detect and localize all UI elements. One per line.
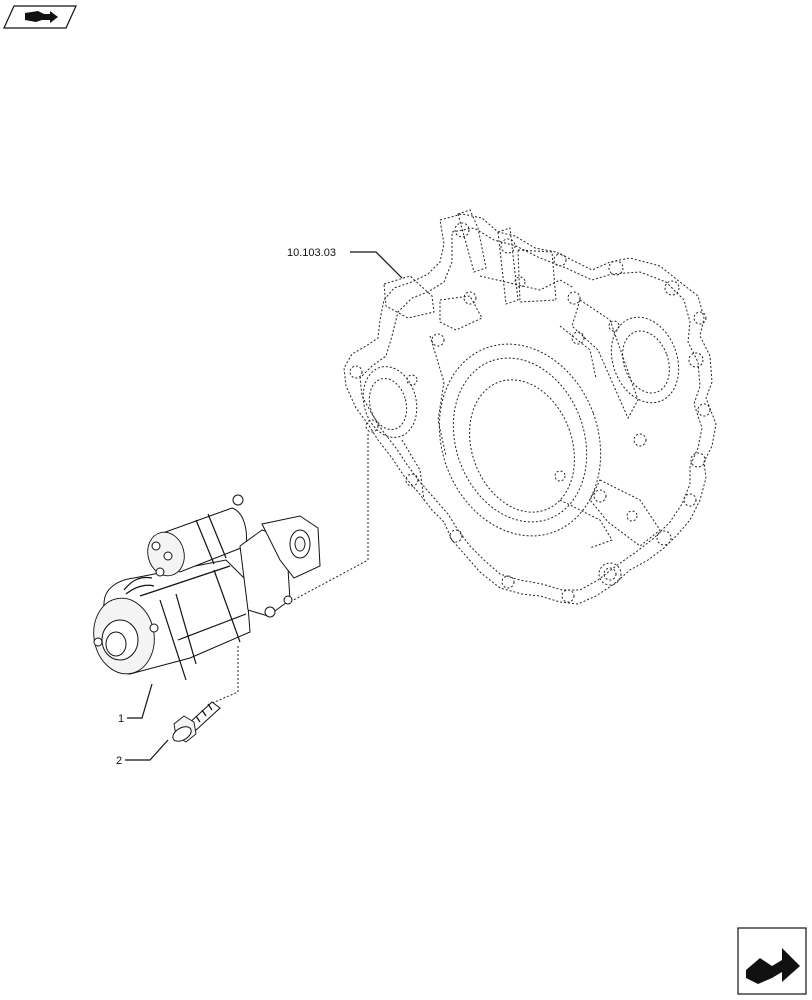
callout-2-label: 2: [116, 755, 122, 767]
callout-2: 2: [116, 739, 169, 767]
flywheel-housing: [343, 209, 717, 605]
callout-1: 1: [118, 683, 153, 725]
next-page-arrow-icon[interactable]: [737, 927, 807, 995]
book-arrow-icon[interactable]: [3, 5, 77, 29]
mounting-bolt[interactable]: [170, 701, 221, 744]
starter-motor[interactable]: [88, 494, 321, 681]
bolt-bosses: [349, 222, 711, 603]
alignment-lines: [209, 434, 369, 705]
reference-callout: 10.103.03: [287, 247, 403, 279]
reference-label: 10.103.03: [287, 247, 336, 259]
callout-1-label: 1: [118, 713, 124, 725]
